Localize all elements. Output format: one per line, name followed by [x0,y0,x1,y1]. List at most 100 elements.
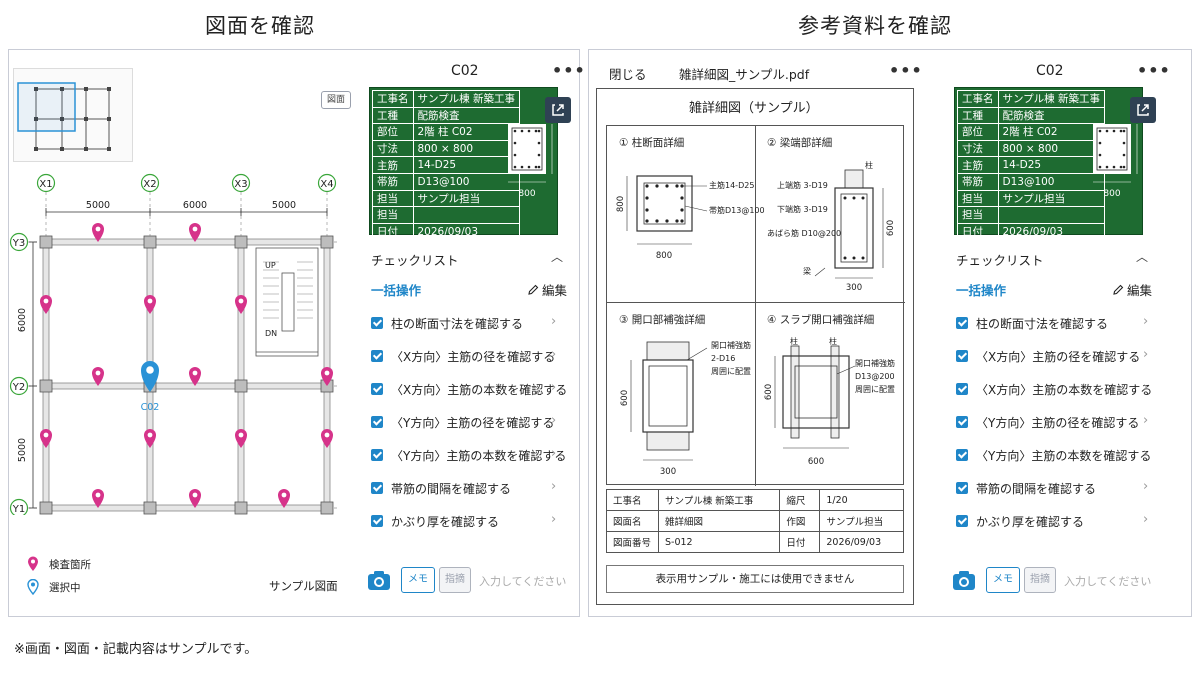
checkbox-checked[interactable] [371,482,383,494]
checkbox-checked[interactable] [956,515,968,527]
checkbox-checked[interactable] [371,416,383,428]
inspection-pin[interactable] [189,367,201,386]
camera-button[interactable] [952,569,976,591]
blackboard-key: 部位 [372,123,414,141]
panel-more-button[interactable]: ••• [1137,61,1171,80]
checkbox-checked[interactable] [371,383,383,395]
checkbox-checked[interactable] [956,449,968,461]
checklist-item[interactable]: 〈Y方向〉主筋の径を確認する› [371,411,571,433]
export-button[interactable] [1130,97,1156,123]
blackboard-value: 配筋検査 [997,106,1106,125]
edit-button[interactable]: 編集 [527,280,567,299]
checklist-item[interactable]: 〈X方向〉主筋の本数を確認する› [956,378,1165,400]
inspection-pin[interactable] [144,429,156,448]
checklist-item[interactable]: 〈Y方向〉主筋の径を確認する› [956,411,1165,433]
checkbox-checked[interactable] [371,449,383,461]
detail-2-note-top: 上端筋 3-D19 [777,181,828,190]
minimap[interactable] [13,68,133,162]
checklist-item[interactable]: 〈X方向〉主筋の径を確認する› [956,345,1165,367]
chevron-right-icon[interactable]: › [1143,314,1149,329]
chevron-right-icon[interactable]: › [551,380,557,395]
pdf-sheet: 雑詳細図（サンプル） ① 柱断面詳細 800 800 主筋14-D25 帯筋D1… [596,88,914,605]
chevron-right-icon[interactable]: › [1143,380,1149,395]
finding-button[interactable]: 指摘 [1024,567,1056,593]
inspection-pin[interactable] [278,489,290,508]
checklist-item[interactable]: かぶり厚を確認する› [371,510,571,532]
inspection-pin[interactable] [321,367,333,386]
checkbox-checked[interactable] [371,317,383,329]
inspection-pin[interactable] [144,295,156,314]
chevron-right-icon[interactable]: › [551,512,557,527]
memo-input[interactable]: 入力してください [1064,575,1152,588]
checkbox-checked[interactable] [956,317,968,329]
checklist-item[interactable]: 〈Y方向〉主筋の本数を確認する› [956,444,1165,466]
chevron-right-icon[interactable]: › [1143,413,1149,428]
inspection-pin[interactable] [92,489,104,508]
checkbox-checked[interactable] [371,350,383,362]
blackboard-dim-h: 800 [555,140,560,157]
export-button[interactable] [545,97,571,123]
inspection-pin[interactable] [40,295,52,314]
collapse-chevron-icon[interactable]: ︿ [1136,250,1149,264]
inspection-pin[interactable] [321,429,333,448]
checkbox-checked[interactable] [956,482,968,494]
inspection-pin[interactable] [40,429,52,448]
memo-button[interactable]: メモ [401,567,435,593]
checkbox-checked[interactable] [956,416,968,428]
chevron-right-icon[interactable]: › [1143,347,1149,362]
drawing-toggle-button[interactable]: 図面 [321,91,351,109]
checkbox-checked[interactable] [371,515,383,527]
bulk-action-button[interactable]: 一括操作 [371,283,422,298]
selected-pin[interactable]: C02 [141,360,160,413]
checklist-item[interactable]: 帯筋の間隔を確認する› [371,477,571,499]
checklist-item-label: 帯筋の間隔を確認する [976,481,1097,496]
bulk-action-button[interactable]: 一括操作 [956,283,1007,298]
chevron-right-icon[interactable]: › [551,479,557,494]
chevron-right-icon[interactable]: › [1143,479,1149,494]
panel-more-button[interactable]: ••• [552,61,586,80]
checklist-item[interactable]: 帯筋の間隔を確認する › [956,477,1165,499]
collapse-chevron-icon[interactable]: ︿ [551,250,564,264]
memo-input[interactable]: 入力してください [479,575,567,588]
inspection-pin[interactable] [235,429,247,448]
inspection-pin[interactable] [189,223,201,242]
inspection-pin[interactable] [92,223,104,242]
memo-button[interactable]: メモ [986,567,1020,593]
export-icon [552,104,564,116]
title-block-key: 作図 [779,510,821,532]
span-x3-x4: 5000 [272,200,296,211]
chevron-right-icon[interactable]: › [551,413,557,428]
stair-up-label: UP [265,261,276,270]
checklist-item[interactable]: 柱の断面寸法を確認する› [371,312,571,334]
chevron-right-icon[interactable]: › [551,446,557,461]
inspection-pin[interactable] [189,489,201,508]
export-icon [1137,104,1149,116]
chevron-right-icon[interactable]: › [1143,512,1149,527]
checklist-item[interactable]: 〈X方向〉主筋の径を確認する› [371,345,571,367]
edit-button[interactable]: 編集 [1112,280,1152,299]
chevron-right-icon[interactable]: › [1143,446,1149,461]
checklist-item[interactable]: 〈X方向〉主筋の本数を確認する› [371,378,571,400]
checkbox-checked[interactable] [956,383,968,395]
chevron-right-icon[interactable]: › [551,314,557,329]
detail-3-title: ③ 開口部補強詳細 [619,314,706,326]
pdf-more-button[interactable]: ••• [889,61,923,80]
inspection-pin[interactable] [235,295,247,314]
checklist-item[interactable]: 柱の断面寸法を確認する› [956,312,1165,334]
chevron-right-icon[interactable]: › [551,347,557,362]
checklist-item[interactable]: かぶり厚を確認する› [956,510,1165,532]
camera-button[interactable] [367,569,391,591]
inspection-pin[interactable] [92,367,104,386]
pdf-close-button[interactable]: 閉じる [609,67,647,82]
drawing-screen: 図面 X1 X2 X3 X4 Y3 Y2 Y1 5000 [8,49,585,617]
checklist-item[interactable]: 〈Y方向〉主筋の本数を確認する› [371,444,571,466]
checkbox-checked[interactable] [956,350,968,362]
pencil-icon [528,284,539,295]
inspection-pins[interactable] [40,223,333,508]
finding-button[interactable]: 指摘 [439,567,471,593]
floor-plan[interactable]: X1 X2 X3 X4 Y3 Y2 Y1 5000 6000 5000 6000… [9,170,354,515]
